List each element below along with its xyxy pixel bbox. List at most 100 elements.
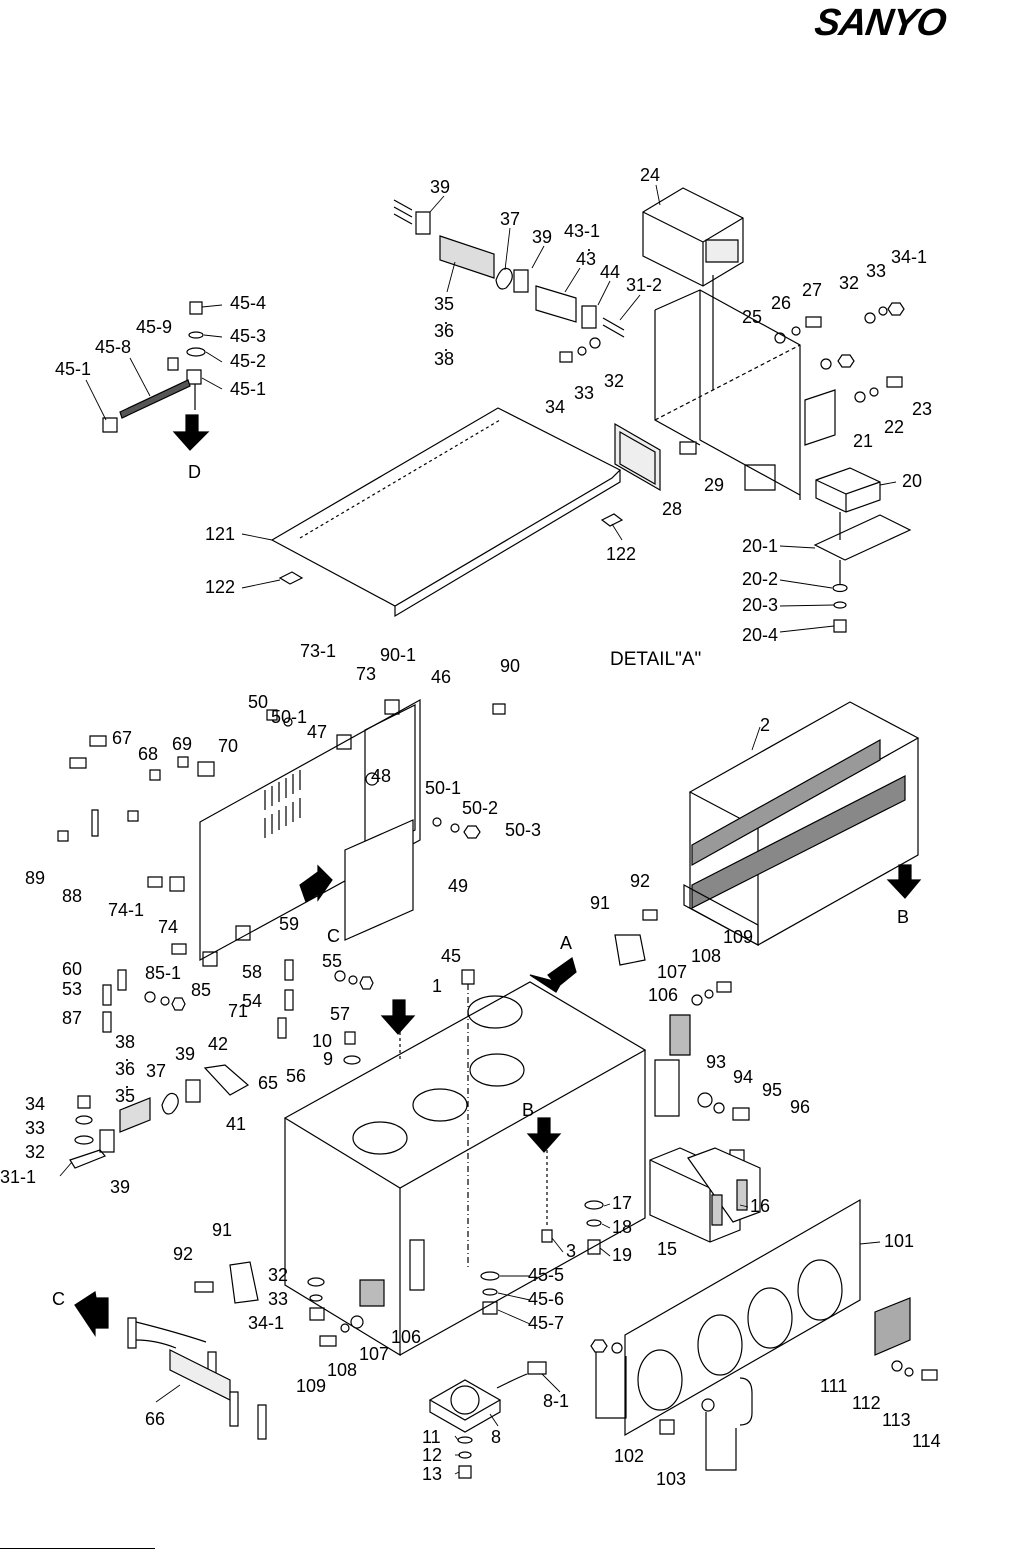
hardware-106-109-right — [670, 982, 749, 1164]
part-label-50-1b: 50-1 — [425, 778, 462, 798]
part-label-66: 66 — [145, 1409, 166, 1429]
part-label-54: 54 — [242, 991, 263, 1011]
part-label-27: 27 — [802, 280, 823, 300]
part-label-32b: 32 — [604, 371, 625, 391]
part-label-45-3: 45-3 — [230, 326, 267, 346]
part-label-93: 93 — [706, 1052, 727, 1072]
part-label-91b: 91 — [212, 1220, 233, 1240]
part-label-34-1a: 34-1 — [891, 247, 928, 267]
part-label-88: 88 — [62, 886, 83, 906]
part-label-106a: 106 — [648, 985, 679, 1005]
part-label-114: 114 — [912, 1431, 941, 1451]
part-label-24: 24 — [640, 165, 661, 185]
part-label-35b: 35 — [115, 1086, 136, 1106]
part-label-9: 9 — [323, 1049, 334, 1069]
part-label-20-4: 20-4 — [742, 625, 779, 645]
part-label-41: 41 — [226, 1114, 247, 1134]
part-label-45-2: 45-2 — [230, 351, 267, 371]
screw-34 — [560, 352, 572, 362]
part-label-37b: 37 — [146, 1061, 167, 1081]
part-label-20-2: 20-2 — [742, 569, 779, 589]
part-label-45-1b: 45-1 — [230, 379, 267, 399]
part-label-20-1: 20-1 — [742, 536, 779, 556]
view-arrow-b-right — [888, 865, 920, 898]
part-label-33c: 33 — [25, 1118, 46, 1138]
view-arrow-d-mid — [382, 1000, 414, 1034]
relay-group — [103, 926, 373, 1064]
part-label-50-2: 50-2 — [462, 798, 499, 818]
part-label-70: 70 — [218, 736, 239, 756]
panel-connectors — [58, 700, 505, 891]
part-label-22: 22 — [884, 417, 905, 437]
part-label-101: 101 — [884, 1231, 915, 1251]
view-arrow-c-lower — [75, 1292, 108, 1335]
part-label-90-1: 90-1 — [380, 645, 417, 665]
part-label-50-1a: 50-1 — [271, 707, 308, 727]
mounting-bracket — [655, 290, 835, 500]
fan-8 — [430, 1362, 546, 1478]
part-label-74: 74 — [158, 917, 179, 937]
part-label-2: 2 — [760, 715, 771, 735]
vent-slots — [265, 770, 300, 838]
part-label-96: 96 — [790, 1097, 811, 1117]
part-label-23: 23 — [912, 399, 933, 419]
part-label-B-label-b: B — [522, 1100, 535, 1120]
part-label-8: 8 — [491, 1427, 502, 1447]
rear-panel-47 — [200, 700, 480, 960]
part-label-122b: 122 — [606, 544, 637, 564]
leader-lines — [60, 185, 896, 1474]
part-label-39a: 39 — [430, 177, 451, 197]
part-label-21: 21 — [853, 431, 874, 451]
part-label-58: 58 — [242, 962, 263, 982]
part-label-25: 25 — [742, 307, 763, 327]
part-label-59: 59 — [279, 914, 300, 934]
part-label-85-1: 85-1 — [145, 963, 182, 983]
part-label-55: 55 — [322, 951, 343, 971]
part-label-38b-dot: · — [124, 1049, 130, 1069]
part-label-67: 67 — [112, 728, 133, 748]
part-label-20: 20 — [902, 471, 923, 491]
din-rail-31-2 — [603, 318, 624, 337]
part-label-47: 47 — [307, 722, 328, 742]
part-label-92a: 92 — [630, 871, 651, 891]
part-label-65: 65 — [258, 1073, 279, 1093]
part-label-74-1: 74-1 — [108, 900, 145, 920]
part-label-36a-dot: · — [443, 339, 449, 359]
part-label-57: 57 — [330, 1004, 351, 1024]
part-label-8-1: 8-1 — [543, 1391, 570, 1411]
part-label-34-1b: 34-1 — [248, 1313, 285, 1333]
part-label-29: 29 — [704, 475, 725, 495]
end-stop-39b — [514, 270, 528, 292]
part-label-45-9: 45-9 — [136, 317, 173, 337]
main-chassis-1 — [285, 982, 679, 1355]
part-label-12: 12 — [422, 1445, 443, 1465]
part-label-19: 19 — [612, 1245, 633, 1265]
part-label-106b: 106 — [391, 1327, 422, 1347]
part-label-35a: 35 — [434, 294, 455, 314]
part-label-103: 103 — [656, 1469, 687, 1489]
end-stop-39 — [416, 212, 430, 234]
card-rack-2 — [684, 702, 918, 945]
part-label-53: 53 — [62, 979, 83, 999]
part-label-42: 42 — [208, 1034, 229, 1054]
part-label-20-3: 20-3 — [742, 595, 779, 615]
part-label-91a: 91 — [590, 893, 611, 913]
part-label-89: 89 — [25, 868, 46, 888]
part-label-73-1: 73-1 — [300, 641, 337, 661]
part-label-50-3: 50-3 — [505, 820, 542, 840]
part-label-33d: 33 — [268, 1289, 289, 1309]
front-panel-101 — [591, 1200, 937, 1470]
part-label-45-7: 45-7 — [528, 1313, 565, 1333]
part-label-34b: 34 — [25, 1094, 46, 1114]
hardware-25-27 — [775, 303, 904, 402]
part-label-90: 90 — [500, 656, 521, 676]
washer-33 — [578, 347, 586, 355]
handle-91-left — [195, 1262, 258, 1303]
module-20 — [816, 468, 880, 540]
part-label-38a: 38 — [434, 349, 455, 369]
handle-91-right — [615, 910, 657, 965]
part-label-107a: 107 — [657, 962, 688, 982]
part-label-108a: 108 — [691, 946, 722, 966]
terminal-group-lower — [70, 1065, 248, 1168]
